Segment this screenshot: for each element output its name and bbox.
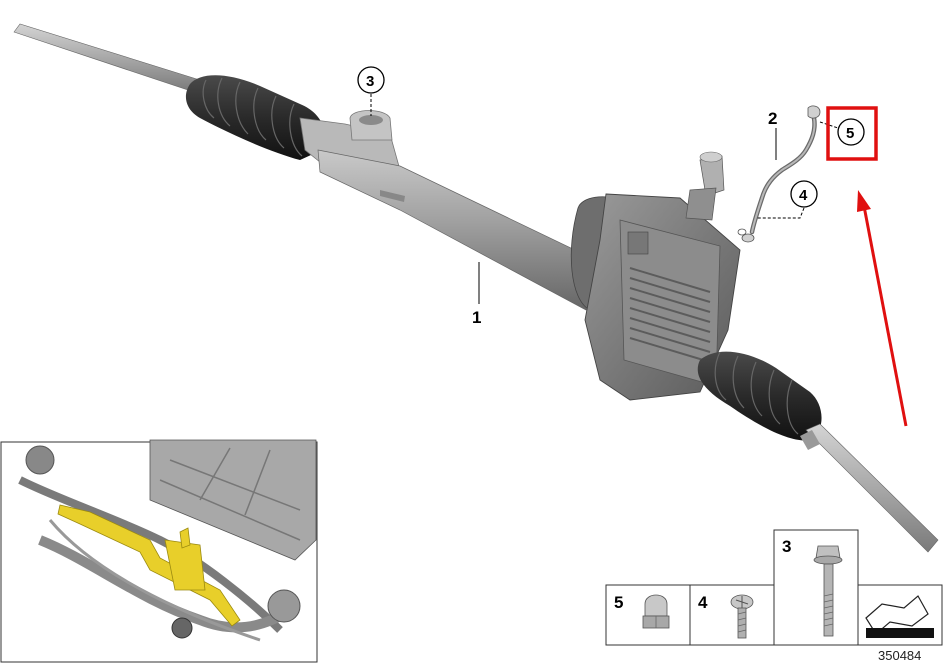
left-bellows-boot xyxy=(185,75,325,160)
steering-rack-assembly xyxy=(13,23,939,553)
leader-lines xyxy=(370,94,839,304)
callout-2-label: 2 xyxy=(768,109,777,128)
legend-5-label: 5 xyxy=(614,593,623,612)
red-arrow xyxy=(857,190,908,427)
screw-icon xyxy=(730,594,754,639)
legend-item-4: 4 xyxy=(698,593,754,639)
legend-item-3: 3 xyxy=(782,537,843,637)
direction-symbol xyxy=(865,595,934,638)
electric-motor-housing xyxy=(570,151,741,401)
highlight-box xyxy=(826,106,878,161)
legend-3-label: 3 xyxy=(782,537,791,556)
callout-5: 5 xyxy=(837,118,865,146)
diagram-id: 350484 xyxy=(878,648,921,663)
callout-3: 3 xyxy=(357,66,385,94)
callout-1: 1 xyxy=(472,308,481,327)
callout-4-label: 4 xyxy=(799,187,808,204)
right-bellows-boot xyxy=(697,351,822,441)
callout-5-label: 5 xyxy=(846,125,854,142)
callout-1-label: 1 xyxy=(472,308,481,327)
legend-4-label: 4 xyxy=(698,593,708,612)
callout-3-label: 3 xyxy=(366,73,374,90)
callout-4: 4 xyxy=(790,180,818,208)
bolt-icon xyxy=(813,545,843,637)
highlighted-steering-rack xyxy=(57,504,241,627)
callout-2: 2 xyxy=(768,109,777,128)
cap-nut-icon xyxy=(642,594,670,629)
legend-item-5: 5 xyxy=(614,593,670,629)
power-cable xyxy=(737,105,821,243)
vehicle-location-inset xyxy=(0,439,318,663)
